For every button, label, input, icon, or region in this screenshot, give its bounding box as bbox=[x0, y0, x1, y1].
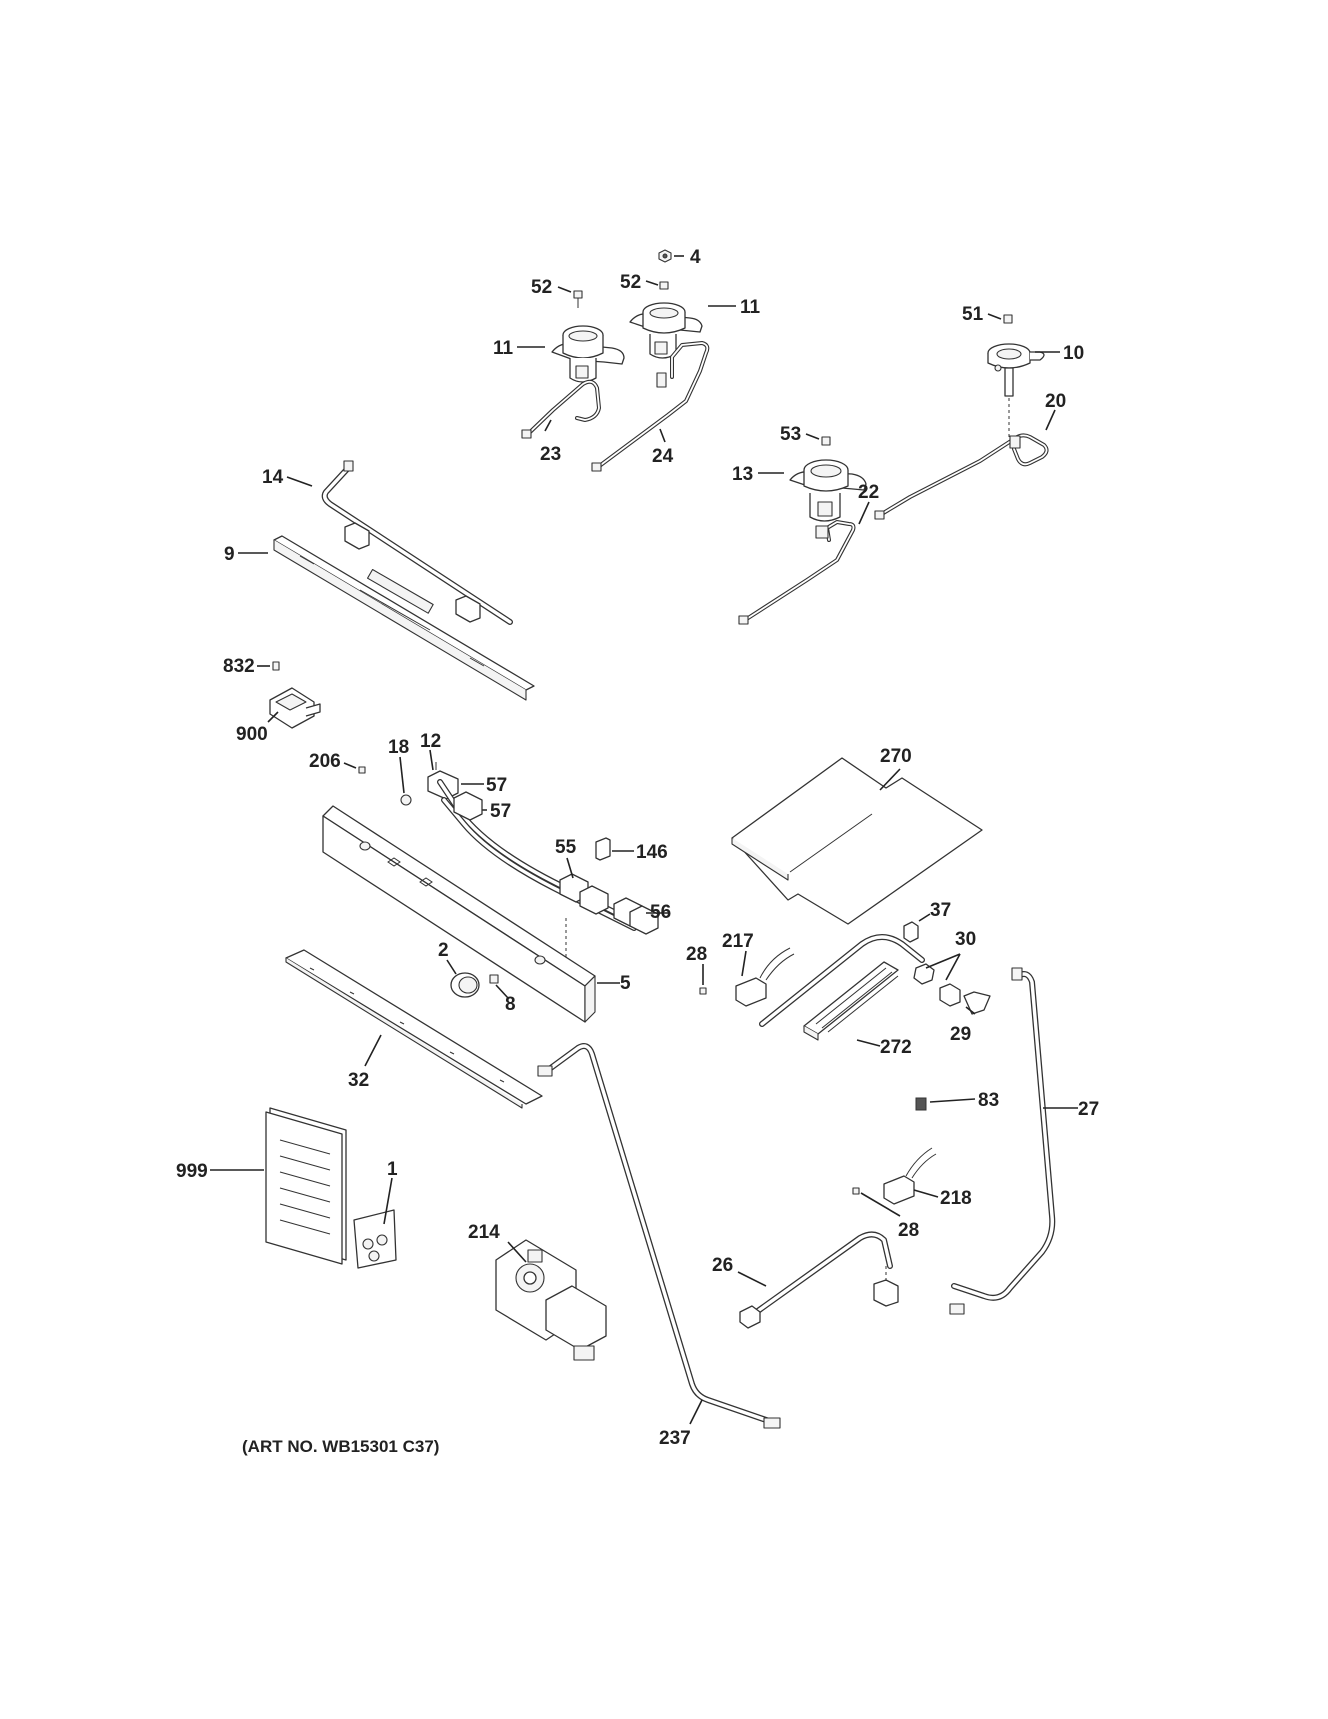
part-1-hardware-bag bbox=[353, 1209, 397, 1269]
label-4: 4 bbox=[690, 247, 701, 268]
label-217: 217 bbox=[722, 931, 754, 952]
part-22-tube bbox=[738, 520, 856, 625]
part-52-screw-left bbox=[573, 290, 583, 308]
label-218: 218 bbox=[940, 1188, 972, 1209]
label-56: 56 bbox=[650, 902, 671, 923]
part-237-pipe bbox=[537, 1043, 781, 1429]
label-900: 900 bbox=[236, 724, 268, 745]
part-10-burner bbox=[987, 343, 1045, 397]
label-5: 5 bbox=[620, 973, 631, 994]
label-270: 270 bbox=[880, 746, 912, 767]
part-18-clip bbox=[400, 794, 412, 806]
part-20-tube bbox=[874, 398, 1049, 520]
part-214-gas-valve bbox=[495, 1239, 607, 1361]
part-14-manifold-pipe bbox=[321, 460, 513, 625]
part-272-baffle bbox=[803, 961, 899, 1041]
part-37-clip bbox=[903, 921, 919, 943]
label-18: 18 bbox=[388, 737, 409, 758]
label-57b: 57 bbox=[490, 801, 511, 822]
part-53-screw bbox=[821, 436, 831, 446]
part-23-tube bbox=[521, 379, 601, 439]
label-27: 27 bbox=[1078, 1099, 1099, 1120]
part-11-burner-left bbox=[551, 325, 625, 383]
part-83-orifice bbox=[915, 1097, 927, 1111]
part-52-screw-right bbox=[659, 281, 669, 290]
art-number: (ART NO. WB15301 C37) bbox=[242, 1437, 439, 1456]
label-52-left: 52 bbox=[531, 277, 552, 298]
part-4-nut bbox=[658, 249, 672, 263]
part-11-burner-right bbox=[629, 302, 703, 359]
label-206: 206 bbox=[309, 751, 341, 772]
label-29: 29 bbox=[950, 1024, 971, 1045]
label-14: 14 bbox=[262, 467, 284, 488]
label-55: 55 bbox=[555, 837, 577, 858]
label-12: 12 bbox=[420, 731, 441, 752]
label-13: 13 bbox=[732, 464, 753, 485]
label-11-left: 11 bbox=[493, 338, 514, 359]
label-23: 23 bbox=[540, 444, 561, 465]
label-146: 146 bbox=[636, 842, 668, 863]
part-2-knob bbox=[450, 972, 480, 998]
label-8: 8 bbox=[505, 994, 516, 1015]
label-214: 214 bbox=[468, 1222, 500, 1243]
part-5-control-panel bbox=[322, 805, 596, 1023]
label-83: 83 bbox=[978, 1090, 999, 1111]
label-32: 32 bbox=[348, 1070, 369, 1091]
part-27-pipe bbox=[949, 967, 1056, 1315]
part-217-igniter bbox=[735, 947, 795, 1007]
part-146-clip bbox=[595, 837, 611, 861]
label-999: 999 bbox=[176, 1161, 208, 1182]
label-10: 10 bbox=[1063, 343, 1084, 364]
part-900-bracket bbox=[269, 687, 321, 729]
part-51-screw bbox=[1003, 314, 1013, 324]
label-22: 22 bbox=[858, 482, 879, 503]
part-32-panel bbox=[285, 949, 543, 1109]
label-52-right: 52 bbox=[620, 272, 641, 293]
label-237: 237 bbox=[659, 1428, 691, 1449]
part-206-screw bbox=[358, 766, 366, 774]
part-999-manual bbox=[265, 1107, 347, 1265]
label-9: 9 bbox=[224, 544, 235, 565]
part-270-shield bbox=[731, 757, 983, 925]
label-2: 2 bbox=[438, 940, 449, 961]
part-28-screw-upper bbox=[699, 987, 707, 995]
label-53: 53 bbox=[780, 424, 801, 445]
label-26: 26 bbox=[712, 1255, 733, 1276]
label-51: 51 bbox=[962, 304, 984, 325]
part-13-burner bbox=[789, 459, 867, 522]
label-28-upper: 28 bbox=[686, 944, 707, 965]
part-24-tube bbox=[591, 341, 710, 472]
label-11-right: 11 bbox=[740, 297, 761, 318]
label-28-lower: 28 bbox=[898, 1220, 919, 1241]
label-272: 272 bbox=[880, 1037, 912, 1058]
label-37: 37 bbox=[930, 900, 951, 921]
part-9-bracket bbox=[273, 535, 535, 701]
part-218-igniter bbox=[883, 1147, 937, 1205]
part-832-screw bbox=[272, 661, 280, 671]
part-valve-manifold-pipe bbox=[437, 779, 659, 935]
label-30: 30 bbox=[955, 929, 976, 950]
part-28-screw-lower bbox=[852, 1187, 860, 1195]
part-8-screw bbox=[489, 974, 499, 984]
label-57a: 57 bbox=[486, 775, 507, 796]
part-26-burner-tube bbox=[739, 1231, 899, 1329]
label-1: 1 bbox=[387, 1159, 398, 1180]
label-20: 20 bbox=[1045, 391, 1066, 412]
label-24: 24 bbox=[652, 446, 674, 467]
label-832: 832 bbox=[223, 656, 255, 677]
